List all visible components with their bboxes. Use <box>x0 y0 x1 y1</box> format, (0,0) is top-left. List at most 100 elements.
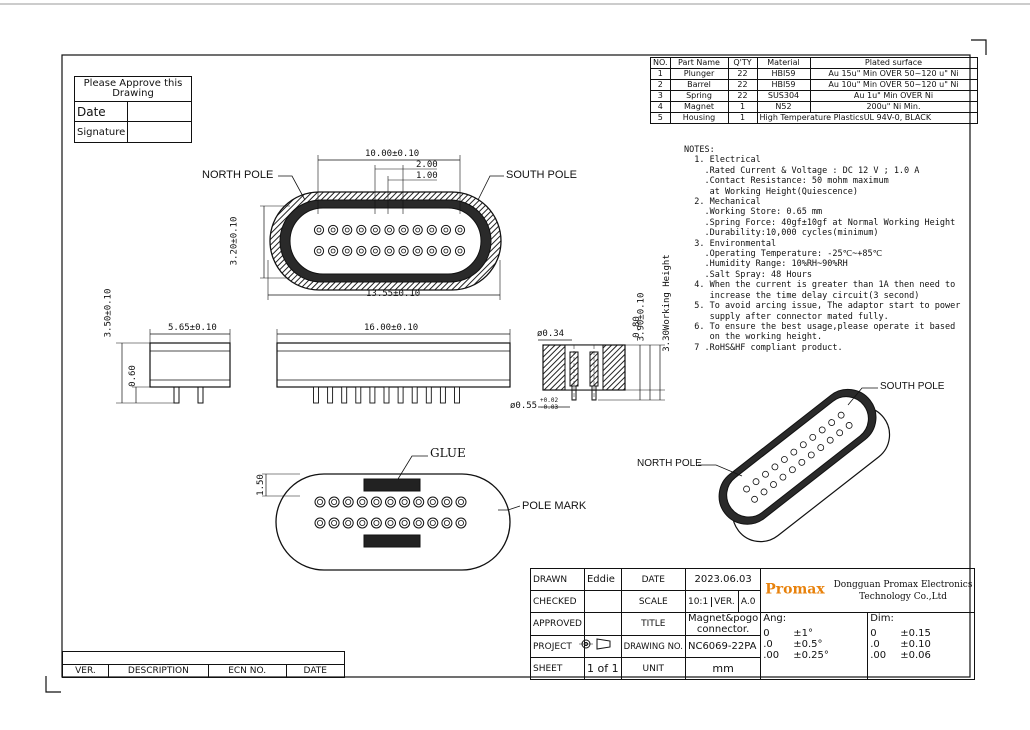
isometric-view <box>698 387 891 543</box>
tolerance-precision: .0 <box>870 639 880 650</box>
note-line: on the working height. <box>684 332 823 343</box>
note-line: .Humidity Range: 10%RH~90%RH <box>684 259 848 270</box>
pin-inner <box>401 498 408 505</box>
tolerance-row: .00±0.06 <box>870 650 972 661</box>
note-line: increase the time delay circuit(3 second… <box>684 290 920 301</box>
tolerance-row: .00±0.25° <box>763 650 865 661</box>
dim-working-height: 3.30Working Height <box>661 254 672 352</box>
dim-top-width: 10.00±0.10 <box>365 149 420 159</box>
tb-drawn-value: Eddie <box>583 568 622 591</box>
pin-inner <box>316 498 323 505</box>
pin-inner <box>443 520 450 527</box>
label-iso-north-pole: NORTH POLE <box>637 458 702 469</box>
pin-inner <box>358 227 364 233</box>
note-line: 4. When the current is greater than 1A t… <box>684 280 956 291</box>
tb-unit-label: UNIT <box>620 657 686 680</box>
parts-cell: HBI59 <box>756 68 811 80</box>
pin-inner <box>401 227 407 233</box>
iso-pin <box>780 456 788 463</box>
iso-pin <box>771 463 779 471</box>
iso-pin <box>751 495 758 503</box>
note-line: 2. Mechanical <box>684 197 761 208</box>
pin-inner <box>372 248 378 254</box>
iso-pin <box>770 481 777 488</box>
iso-pin <box>752 478 760 486</box>
front-pin <box>327 386 334 404</box>
pin-inner <box>344 248 350 254</box>
pin-inner <box>457 227 463 233</box>
dim-body-length: 13.55±0.10 <box>366 289 421 299</box>
parts-cell: High Temperature PlasticsUL 94V-0, BLACK <box>756 112 978 124</box>
parts-cell: 4 <box>650 101 671 113</box>
approval-date-label: Date <box>73 101 129 122</box>
pin-inner <box>316 248 322 254</box>
front-pin <box>454 386 460 404</box>
dim-dia-034: ø0.34 <box>537 329 565 339</box>
tb-checked-label: CHECKED <box>530 590 585 613</box>
section-view <box>538 339 665 408</box>
iso-pin <box>837 411 845 419</box>
iso-pin <box>818 426 826 434</box>
note-line: .Spring Force: 40gf±10gf at Normal Worki… <box>684 217 956 228</box>
approval-date-field[interactable] <box>127 101 192 122</box>
parts-cell: 200u" Ni Min. <box>809 101 978 113</box>
tb-drawing-no-label: DRAWING NO. <box>620 635 686 658</box>
dim-height-320: 3.20±0.10 <box>229 216 240 266</box>
pin-inner <box>457 498 464 505</box>
dim-dia-055-tol-upper: +0.02 <box>540 397 559 404</box>
pin-inner <box>429 227 435 233</box>
dim-side-height: 3.50±0.10 <box>103 288 114 338</box>
pin-inner <box>373 498 380 505</box>
parts-header-cell: Material <box>756 57 811 69</box>
label-glue: GLUE <box>430 446 466 460</box>
iso-pin <box>828 419 836 426</box>
note-line: NOTES: <box>684 145 715 155</box>
pin-inner <box>372 227 378 233</box>
tb-scale-value: 10:1 <box>687 596 709 607</box>
tolerance-precision: .0 <box>763 639 773 650</box>
note-line: 5. To avoid arcing issue, The adaptor st… <box>684 301 961 312</box>
iso-pin <box>798 458 806 466</box>
dim-pitch-1: 1.00 <box>416 171 438 181</box>
dim-front-width: 16.00±0.10 <box>364 323 419 333</box>
tb-scale-label: SCALE <box>620 590 686 613</box>
label-north-pole: NORTH POLE <box>202 169 274 181</box>
tolerance-row: 0±0.15 <box>870 628 972 639</box>
parts-cell: Au 10u" Min OVER 50~120 u" Ni <box>809 79 978 91</box>
tb-unit-value: mm <box>684 657 762 680</box>
iso-pin <box>743 485 750 493</box>
iso-pin <box>807 451 815 459</box>
revision-header-cell: ECN NO. <box>207 664 287 678</box>
pin-inner <box>443 248 449 254</box>
parts-header-cell: Plated surface <box>809 57 978 69</box>
iso-pin <box>760 488 768 496</box>
parts-cell: 22 <box>727 79 758 91</box>
note-line: .Contact Resistance: 50 mohm maximum <box>684 176 889 187</box>
tb-ver-label: VER. <box>711 596 735 607</box>
parts-cell: Au 15u" Min OVER 50~120 u" Ni <box>809 68 978 80</box>
dim-dia-055-tol-lower: -0.03 <box>540 404 559 411</box>
parts-cell: 22 <box>727 68 758 80</box>
sheet-border <box>61 54 971 678</box>
front-pin <box>425 386 432 404</box>
pin-inner <box>387 227 392 233</box>
approval-signature-field[interactable] <box>127 121 192 143</box>
label-pole-mark: POLE MARK <box>522 500 587 512</box>
parts-cell: Barrel <box>669 79 729 91</box>
parts-cell: Housing <box>669 112 729 124</box>
pin-inner <box>387 520 394 527</box>
note-line: .Rated Current & Voltage : DC 12 V ; 1.0… <box>684 165 920 176</box>
approval-heading: Please Approve this Drawing <box>74 76 192 102</box>
tb-dim-label: Dim: <box>870 613 894 624</box>
pin-inner <box>457 520 464 527</box>
pin-inner <box>401 520 408 527</box>
pin-inner <box>457 248 463 254</box>
iso-pin <box>826 436 834 444</box>
parts-header-cell: NO. <box>650 57 671 69</box>
parts-cell: 1 <box>650 68 671 80</box>
